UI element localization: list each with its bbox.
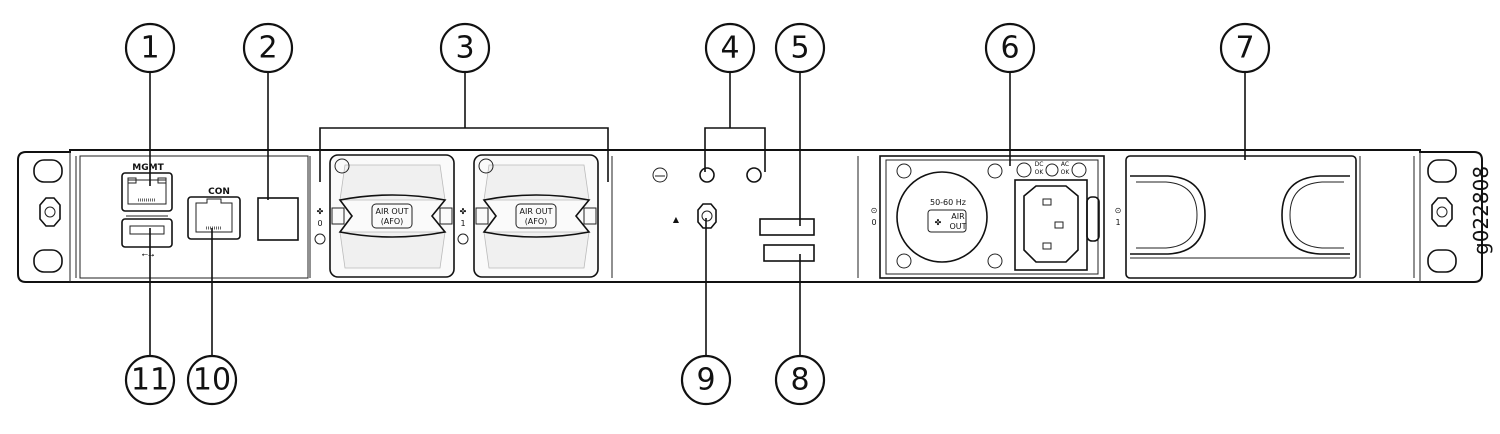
svg-text:8: 8 xyxy=(790,363,809,398)
usb-port[interactable] xyxy=(121,218,173,248)
serial-label-slot xyxy=(763,244,815,262)
psu-slot-1-label: 1 xyxy=(1115,218,1120,227)
svg-text:9: 9 xyxy=(696,363,715,398)
fan-icon: ✤ xyxy=(935,218,942,227)
esd-jack xyxy=(697,203,717,229)
ac-label: AC xyxy=(1061,161,1069,168)
svg-text:6: 6 xyxy=(1000,31,1019,66)
callout-6: 6 xyxy=(984,22,1036,74)
psu-icon: ⊙ xyxy=(871,206,878,215)
fan-air-out-label: AIR OUT xyxy=(376,207,409,216)
leader-lines xyxy=(149,72,1246,356)
fan-afo-label: (AFO) xyxy=(525,217,548,226)
fan-air-out-label: AIR OUT xyxy=(520,207,553,216)
callout-10: 10 xyxy=(186,354,238,406)
label-pull-tab xyxy=(257,197,299,241)
callout-7: 7 xyxy=(1219,22,1271,74)
svg-text:11: 11 xyxy=(131,363,169,398)
con-label: CON xyxy=(208,187,230,197)
ground-stud xyxy=(699,167,715,183)
mounting-hole xyxy=(1427,249,1457,273)
fan-module-1[interactable]: AIR OUT (AFO) xyxy=(473,154,599,278)
fan-afo-label: (AFO) xyxy=(381,217,404,226)
psu-freq-label: 50-60 Hz xyxy=(930,198,966,207)
mgmt-label: MGMT xyxy=(132,163,164,173)
callout-3: 3 xyxy=(439,22,491,74)
mounting-hole xyxy=(33,249,63,273)
esd-warning-icon: ▲ xyxy=(673,215,680,224)
psu-fan xyxy=(896,171,988,263)
power-supply-1-slot[interactable]: ⊙ 1 xyxy=(1115,155,1361,279)
console-port[interactable] xyxy=(187,196,241,240)
callout-4: 4 xyxy=(704,22,756,74)
psu-slot-0-label: 0 xyxy=(871,218,876,227)
fan-module-0[interactable]: AIR OUT (AFO) xyxy=(329,154,455,278)
usb-icon: ⭠⭢ xyxy=(142,250,155,259)
ground-stud xyxy=(746,167,762,183)
svg-text:4: 4 xyxy=(720,31,739,66)
svg-text:10: 10 xyxy=(193,363,231,398)
screw-icon xyxy=(1431,197,1453,227)
figure-id: g022808 xyxy=(1469,166,1493,255)
ac-ok-led xyxy=(1071,162,1087,178)
fan-slot-0-label: 0 xyxy=(317,219,322,228)
mgmt-port[interactable] xyxy=(121,172,173,212)
dc-label: DC xyxy=(1035,161,1044,168)
fan-icon: ✤ xyxy=(317,207,324,216)
ground-esd-area: ▲ xyxy=(652,156,859,278)
mounting-hole xyxy=(33,159,63,183)
psu-air-label: AIR xyxy=(951,212,965,221)
ground-icon xyxy=(652,167,668,183)
callout-11: 11 xyxy=(124,354,176,406)
psu-icon: ⊙ xyxy=(1115,206,1122,215)
callout-2: 2 xyxy=(242,22,294,74)
callout-1: 1 xyxy=(124,22,176,74)
dc-ok-label: OK xyxy=(1035,169,1045,176)
ac-ok-label: OK xyxy=(1061,169,1071,176)
callout-5: 5 xyxy=(774,22,826,74)
fan-slot-1-label: 1 xyxy=(460,219,465,228)
dc-ok-led xyxy=(1016,162,1032,178)
fan-tray-area: ✤ 0 ✤ 1 AIR OUT (AFO) AIR OUT (AFO) xyxy=(309,154,613,278)
svg-text:5: 5 xyxy=(790,31,809,66)
callout-9: 9 xyxy=(680,354,732,406)
psu-handle xyxy=(1086,196,1100,242)
led xyxy=(1045,163,1059,177)
fan-icon: ✤ xyxy=(460,207,467,216)
svg-text:1: 1 xyxy=(140,31,159,66)
management-module: MGMT ⭠⭢ CON xyxy=(79,155,309,279)
svg-text:3: 3 xyxy=(455,31,474,66)
mounting-hole xyxy=(1427,159,1457,183)
callout-8: 8 xyxy=(774,354,826,406)
screw-icon xyxy=(39,197,61,227)
svg-text:2: 2 xyxy=(258,31,277,66)
serial-label-slot xyxy=(759,218,815,236)
power-supply-0[interactable]: ⊙ 0 50-60 Hz AIR OUT ✤ DC OK AC OK xyxy=(871,155,1105,279)
psu-out-label: OUT xyxy=(949,222,966,231)
svg-text:7: 7 xyxy=(1235,31,1254,66)
